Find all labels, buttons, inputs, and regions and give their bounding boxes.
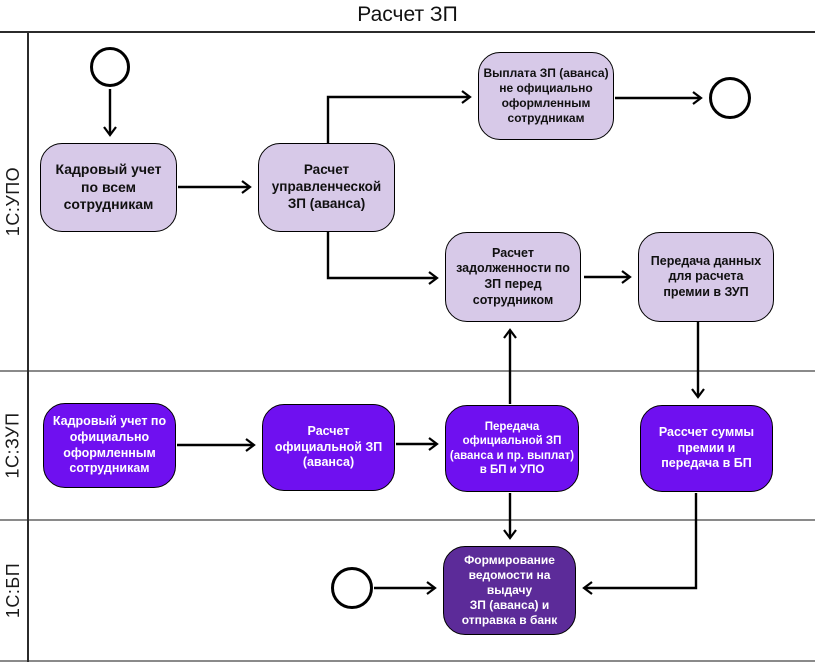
lane-divider-1 — [0, 370, 815, 372]
task-calc-debt: Расчет задолженности по ЗП перед сотрудн… — [445, 232, 581, 322]
lane-bp-label: 1С:БП — [3, 562, 24, 618]
task-calc-mgmt: Расчет управленческой ЗП (аванса) — [258, 143, 395, 232]
pool-top-border — [0, 31, 815, 33]
start-event-circle-bp — [331, 567, 373, 609]
lane-zup-label: 1С:ЗУП — [3, 411, 23, 479]
lane-upo-label: 1С:УПО — [3, 166, 24, 236]
task-calc-bonus: Рассчет суммы премии и передача в БП — [640, 405, 773, 492]
lane-upo: 1С:УПО — [0, 32, 27, 370]
lane-zup: 1С:ЗУП — [0, 371, 27, 519]
task-calc-official: Расчет официальной ЗП (аванса) — [262, 404, 395, 491]
task-transfer-official: Передача официальной ЗП (аванса и пр. вы… — [445, 405, 579, 492]
task-transfer-bonus-data: Передача данных для расчета премии в ЗУП — [638, 232, 774, 322]
start-event-circle-upo — [90, 47, 130, 87]
task-form-statement: Формирование ведомости на выдачу ЗП (ава… — [443, 546, 576, 635]
connector-calc-bonus-to-form-statement — [582, 493, 698, 595]
pool-bottom-border — [0, 660, 815, 662]
connector-calc-mgmt-to-calc-debt — [326, 232, 439, 285]
task-hr-official: Кадровый учет по официально оформленным … — [43, 403, 176, 488]
task-pay-unofficial: Выплата ЗП (аванса) не официально оформл… — [478, 52, 614, 140]
lane-label-separator — [27, 31, 29, 662]
task-hr-all: Кадровый учет по всем сотрудникам — [40, 143, 177, 232]
lane-divider-2 — [0, 519, 815, 521]
diagram-title: Расчет ЗП — [357, 3, 458, 26]
lane-bp: 1С:БП — [0, 520, 27, 660]
connector-calc-mgmt-to-pay-unofficial — [326, 90, 472, 143]
end-event-circle-upo — [709, 77, 751, 119]
